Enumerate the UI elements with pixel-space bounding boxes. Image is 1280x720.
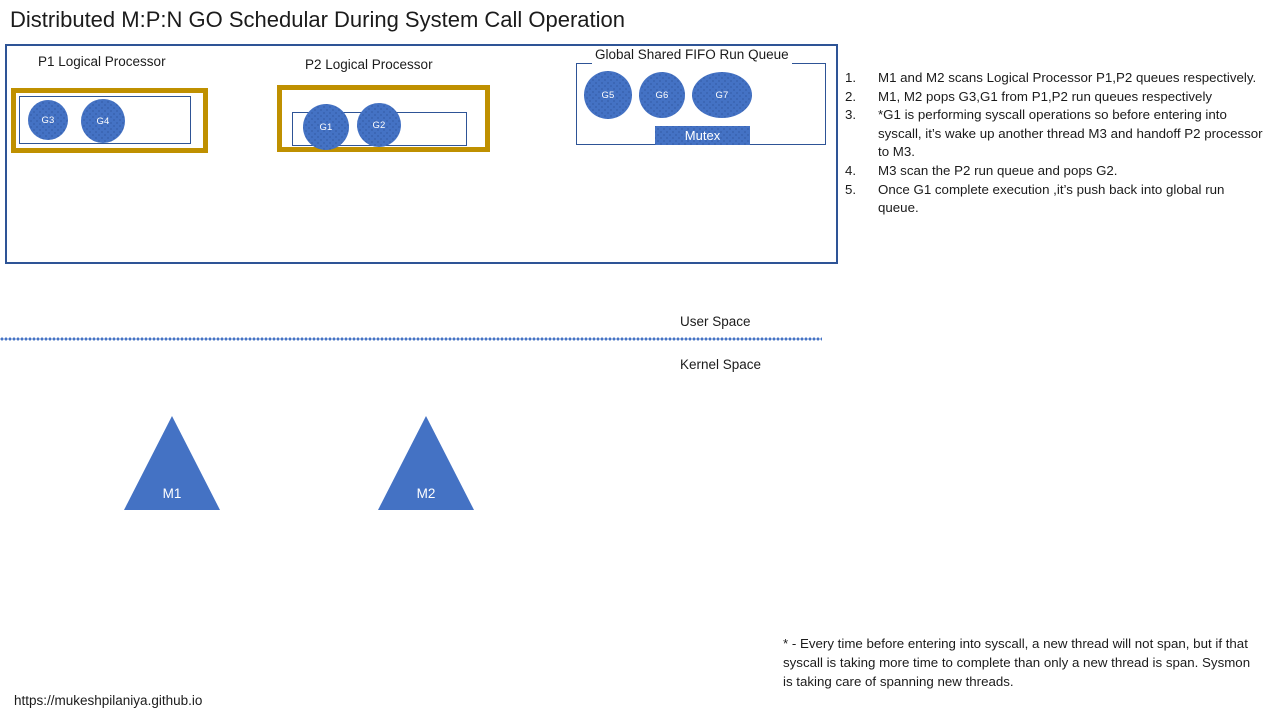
list-item: 3. *G1 is performing syscall operations … [845, 106, 1265, 162]
list-item: 5. Once G1 complete execution ,it’s push… [845, 181, 1265, 218]
triangle-icon [378, 416, 474, 510]
p2-processor-label: P2 Logical Processor [305, 57, 433, 72]
kernel-space-label: Kernel Space [680, 357, 762, 372]
page-title: Distributed M:P:N GO Schedular During Sy… [10, 7, 626, 32]
goroutine-g1[interactable]: G1 [303, 104, 349, 150]
step-number: 1. [845, 70, 857, 85]
triangle-icon [124, 416, 220, 510]
step-text: M1, M2 pops G3,G1 from P1,P2 run queues … [878, 88, 1213, 104]
p1-processor-label: P1 Logical Processor [38, 54, 166, 69]
kernel-thread-m2[interactable]: M2 [378, 416, 474, 510]
user-kernel-space-divider-line [0, 337, 822, 341]
goroutine-g7[interactable]: G7 [692, 72, 752, 118]
step-text: M1 and M2 scans Logical Processor P1,P2 … [878, 70, 1257, 85]
list-item: 1. M1 and M2 scans Logical Processor P1,… [845, 69, 1265, 88]
goroutine-g4[interactable]: G4 [81, 99, 125, 143]
kernel-thread-m2-label: M2 [416, 486, 436, 501]
goroutine-g5[interactable]: G5 [584, 71, 632, 119]
list-item: 4. M3 scan the P2 run queue and pops G2. [845, 162, 1265, 181]
step-text: Once G1 complete execution ,it’s push ba… [878, 181, 1225, 216]
global-run-queue-label: Global Shared FIFO Run Queue [592, 46, 792, 64]
steps-list: 1. M1 and M2 scans Logical Processor P1,… [845, 69, 1265, 218]
step-number: 2. [845, 88, 857, 104]
step-number: 3. [845, 107, 857, 123]
goroutine-g6[interactable]: G6 [639, 72, 685, 118]
step-text: M3 scan the P2 run queue and pops G2. [878, 162, 1118, 178]
step-number: 4. [845, 162, 857, 178]
step-text: *G1 is performing syscall operations so … [878, 107, 1263, 160]
footnote-text: * - Every time before entering into sysc… [783, 636, 1251, 689]
kernel-thread-m1-label: M1 [162, 486, 182, 501]
footer-link[interactable]: https://mukeshpilaniya.github.io [14, 693, 203, 708]
goroutine-g2[interactable]: G2 [357, 103, 401, 147]
mutex-bar: Mutex [655, 126, 750, 145]
step-number: 5. [845, 181, 857, 197]
user-space-label: User Space [680, 314, 751, 329]
goroutine-g3[interactable]: G3 [28, 100, 68, 140]
kernel-thread-m1[interactable]: M1 [124, 416, 220, 510]
list-item: 2. M1, M2 pops G3,G1 from P1,P2 run queu… [845, 88, 1265, 107]
